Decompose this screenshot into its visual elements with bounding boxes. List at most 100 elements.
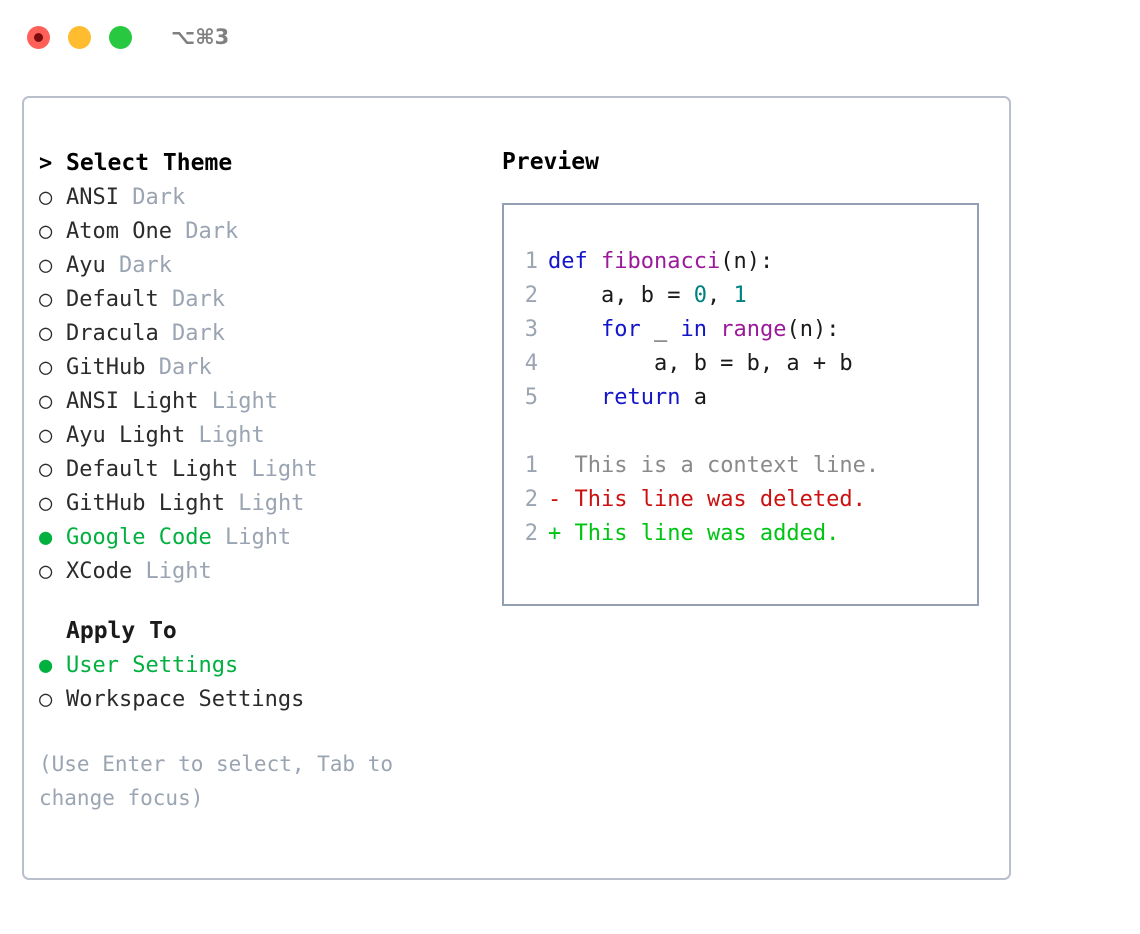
code-token-fn: fibonacci (601, 249, 721, 274)
code-token-pl: (n): (720, 249, 774, 274)
apply-to-option[interactable]: ○ Workspace Settings (39, 683, 489, 717)
theme-list-item[interactable]: ○ANSI Light Light (39, 385, 489, 419)
code-token-pl: a (680, 385, 707, 410)
code-token-kw: for (600, 317, 641, 342)
apply-to-option-label: Workspace Settings (66, 687, 305, 712)
theme-list-item[interactable]: ○ Dracula Dark (39, 317, 489, 351)
code-line-text: return a (548, 381, 707, 415)
diff-line: 2- This line was deleted. (504, 483, 977, 517)
theme-kind-label: Light (224, 525, 292, 550)
radio-unselected-icon: ○ (39, 559, 53, 584)
code-line-text: a, b = b, a + b (548, 347, 853, 381)
code-token-fn: range (720, 317, 787, 342)
spacer (159, 283, 172, 317)
code-token-pl (548, 385, 601, 410)
theme-kind-label: Light (198, 423, 265, 448)
code-diff-spacer (504, 415, 977, 449)
preview-title: Preview (502, 149, 599, 175)
theme-name: ANSI Light (66, 389, 199, 414)
theme-kind-label: Dark (171, 321, 225, 346)
spacer (172, 215, 185, 249)
radio-selected-icon: ● (39, 653, 53, 678)
line-number: 3 (524, 317, 538, 342)
minimize-button[interactable] (68, 26, 91, 49)
radio-unselected-icon: ○ (39, 457, 53, 482)
theme-kind-label: Light (238, 491, 305, 516)
theme-list-item[interactable]: ○Default Light Light (39, 453, 489, 487)
keyboard-hint: (Use Enter to select, Tab to change focu… (39, 752, 394, 810)
theme-name: ANSI (66, 185, 119, 210)
theme-name: Ayu (66, 253, 106, 278)
radio-unselected-icon: ○ (39, 423, 53, 448)
diff-sign: + (548, 521, 562, 546)
spacer (145, 351, 158, 385)
code-line: 3 for _ in range(n): (504, 313, 977, 347)
close-button[interactable] (27, 26, 50, 49)
window-controls (27, 26, 132, 49)
theme-list-item[interactable]: ○ ANSI Dark (39, 181, 489, 215)
theme-list-item[interactable]: ○ Default Dark (39, 283, 489, 317)
theme-list-item[interactable]: ○GitHub Dark (39, 351, 489, 385)
theme-kind-label: Light (211, 389, 278, 414)
spacer (225, 487, 238, 521)
code-token-pl: , (706, 283, 734, 308)
line-number: 2 (524, 283, 538, 308)
radio-unselected-icon: ○ (39, 321, 53, 346)
theme-selector-card: >Select Theme ○ANSI Dark○Atom One Dark○A… (22, 96, 1011, 880)
theme-list-item[interactable]: ●Google Code Light (39, 521, 489, 555)
diff-line-text: This line was deleted. (561, 487, 866, 512)
code-token-kw: return (600, 385, 681, 410)
radio-unselected-icon: ○ (39, 185, 53, 210)
line-number: 5 (524, 385, 538, 410)
spacer (238, 453, 251, 487)
theme-name: Atom One (66, 219, 172, 244)
code-line: 4 a, b = b, a + b (504, 347, 977, 381)
theme-list-column: >Select Theme ○ANSI Dark○Atom One Dark○A… (39, 145, 489, 815)
apply-to-option[interactable]: ●User Settings (39, 649, 489, 683)
code-token-pl (588, 249, 601, 274)
maximize-button[interactable] (109, 26, 132, 49)
prompt-caret-icon: > (39, 150, 53, 176)
theme-kind-label: Light (145, 559, 212, 584)
line-number: 1 (524, 249, 538, 274)
theme-name: Dracula (66, 321, 159, 346)
code-token-pl: (n): (786, 317, 840, 342)
theme-name: Default (66, 287, 159, 312)
spacer (212, 521, 225, 555)
code-token-pl: a, b = b, a + b (548, 351, 853, 376)
title-bar: ⌥⌘3 (0, 0, 1140, 78)
theme-list-item[interactable]: ○Atom One Dark (39, 215, 489, 249)
theme-name: Default Light (66, 457, 239, 482)
theme-name: GitHub Light (66, 491, 225, 516)
theme-list-item[interactable]: ○Ayu Light Light (39, 419, 489, 453)
theme-list-item[interactable]: ○GitHub Light Light (39, 487, 489, 521)
theme-name: XCode (66, 559, 133, 584)
code-line: 5 return a (504, 381, 977, 415)
code-line-text: for _ in range(n): (548, 313, 839, 347)
spacer (106, 249, 119, 283)
diff-line-number: 1 (524, 453, 538, 478)
radio-unselected-icon: ○ (39, 219, 53, 244)
spacer (159, 317, 172, 351)
radio-unselected-icon: ○ (39, 287, 53, 312)
theme-list: ○ANSI Dark○Atom One Dark○Ayu Dark○Defaul… (39, 181, 489, 589)
theme-kind-label: Dark (132, 185, 186, 210)
theme-list-item[interactable]: ○ XCode Light (39, 555, 489, 589)
code-token-num: 0 (693, 283, 707, 308)
diff-line-number: 2 (524, 521, 538, 546)
code-token-pl: a, b = (548, 283, 694, 308)
code-token-pl (707, 317, 720, 342)
spacer (185, 419, 198, 453)
diff-sign (548, 449, 561, 483)
theme-kind-label: Dark (171, 287, 225, 312)
diff-line-text: This is a context line. (561, 453, 880, 478)
theme-list-item[interactable]: ○Ayu Dark (39, 249, 489, 283)
radio-unselected-icon: ○ (39, 687, 53, 712)
diff-line: 2+ This line was added. (504, 517, 977, 551)
code-token-num: 1 (733, 283, 747, 308)
